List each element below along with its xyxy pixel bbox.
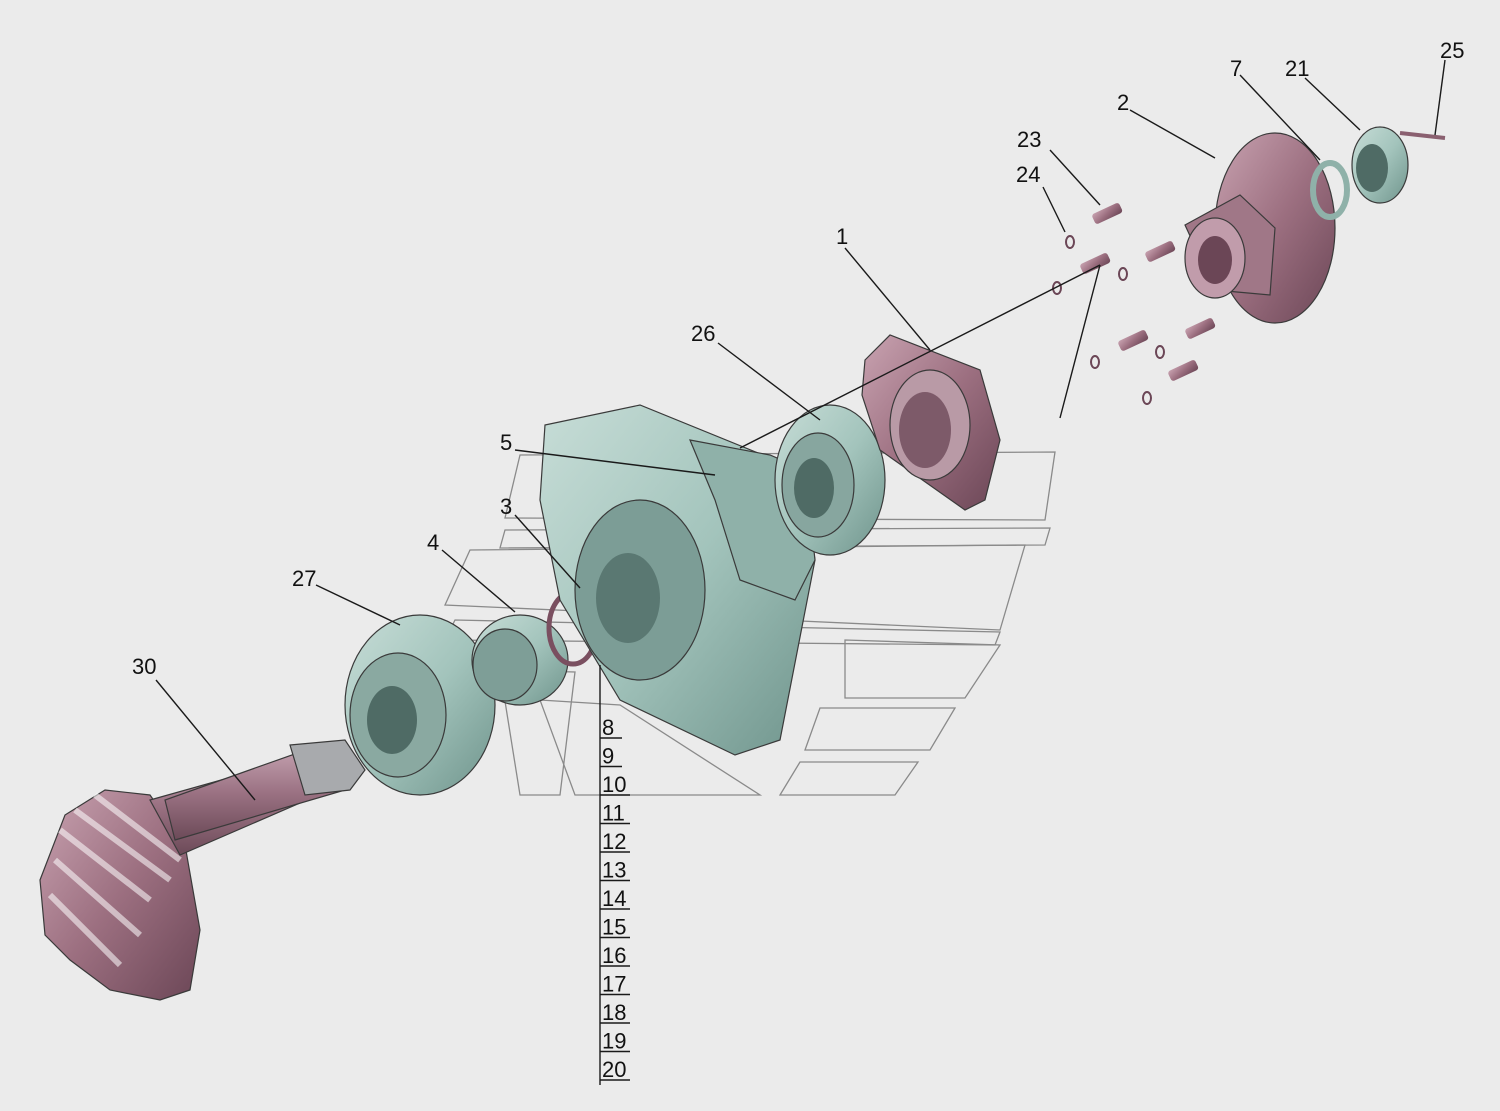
stack-label-15: 15 — [602, 915, 626, 940]
callout-25: 25 — [1440, 38, 1464, 63]
stack-label-20: 20 — [602, 1057, 626, 1082]
stack-label-16: 16 — [602, 943, 626, 968]
nut-part-21 — [1351, 126, 1409, 204]
callout-5: 5 — [500, 430, 512, 455]
stack-label-13: 13 — [602, 858, 626, 883]
callout-3: 3 — [500, 494, 512, 519]
sleeve-part-4 — [471, 614, 569, 706]
roller-bearing-part-27 — [344, 614, 496, 796]
callout-27: 27 — [292, 566, 316, 591]
stack-label-19: 19 — [602, 1029, 626, 1054]
drive-flange-part-2 — [1184, 132, 1336, 324]
callout-24: 24 — [1016, 162, 1040, 187]
callout-4: 4 — [427, 530, 439, 555]
pinion-shaft-part-30 — [39, 739, 366, 1001]
stack-label-17: 17 — [602, 972, 626, 997]
callout-2: 2 — [1117, 90, 1129, 115]
stack-label-10: 10 — [602, 772, 626, 797]
stack-label-12: 12 — [602, 829, 626, 854]
cotter-pin-part-25 — [1399, 131, 1446, 140]
lock-washer-part-7 — [1310, 160, 1350, 220]
callout-1: 1 — [836, 224, 848, 249]
callout-26: 26 — [691, 321, 715, 346]
callout-21: 21 — [1285, 56, 1309, 81]
stack-label-14: 14 — [602, 886, 626, 911]
stack-label-11: 11 — [602, 801, 625, 826]
bolts-and-washers-parts-23-24 — [1052, 203, 1216, 405]
leader-lines — [155, 59, 1446, 1085]
stacked-callout-labels: 8 9 10 11 12 13 14 15 16 17 18 19 20 — [600, 715, 630, 1082]
callout-labels: 30 27 4 3 5 26 1 2 7 21 25 23 24 — [132, 38, 1464, 679]
callout-30: 30 — [132, 654, 156, 679]
roller-bearing-part-26 — [774, 404, 886, 556]
cover-flange-part-1 — [861, 334, 1001, 511]
stack-label-9: 9 — [602, 744, 614, 769]
callout-7: 7 — [1230, 56, 1242, 81]
stack-label-8: 8 — [602, 715, 614, 740]
stack-label-18: 18 — [602, 1000, 626, 1025]
callout-23: 23 — [1017, 127, 1041, 152]
